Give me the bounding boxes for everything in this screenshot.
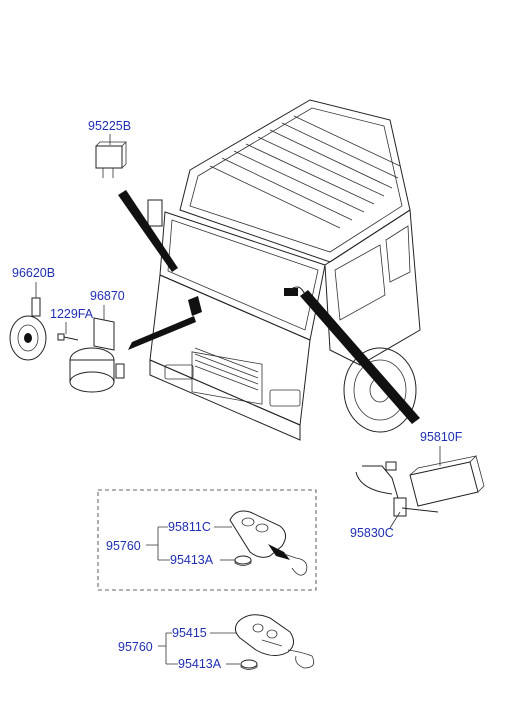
bolt-icon [57, 333, 79, 341]
callout-siren: 96870 [90, 289, 125, 303]
battery-icon-2 [240, 659, 258, 670]
callout-set1-group: 95760 [106, 539, 141, 553]
callout-bolt: 1229FA [50, 307, 94, 321]
callout-receiver-module: 95810F [420, 430, 463, 444]
truck-cab-illustration [118, 99, 421, 441]
battery-icon [234, 555, 252, 566]
relay-icon [95, 141, 127, 178]
antenna-icon [355, 461, 439, 517]
callout-set2-remote: 95415 [172, 626, 207, 640]
remote-fob-icon [234, 614, 315, 669]
remote-set-1-box [97, 489, 317, 591]
receiver-module-icon [409, 455, 485, 507]
callout-set2-group: 95760 [118, 640, 153, 654]
callout-relay: 95225B [88, 119, 131, 133]
callout-set1-battery: 95413A [170, 553, 214, 567]
callout-antenna: 95830C [350, 526, 394, 540]
horn-icon [9, 297, 47, 361]
callout-horn: 96620B [12, 266, 55, 280]
callout-set2-battery: 95413A [178, 657, 222, 671]
callout-set1-remote: 95811C [168, 520, 211, 534]
siren-icon [69, 317, 125, 393]
remote-key-icon [229, 510, 308, 576]
